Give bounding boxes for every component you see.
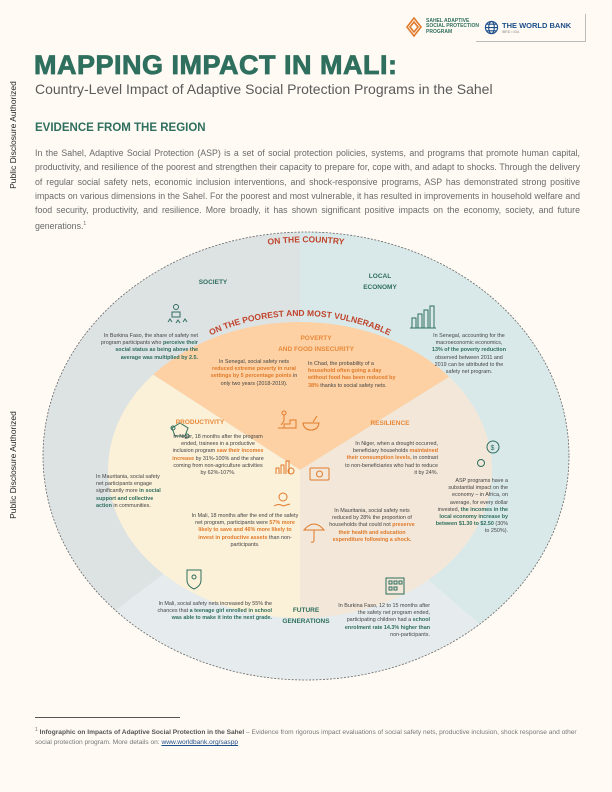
gear-dollar-icon: $ <box>477 440 500 467</box>
fact-text: non-participants. <box>390 631 430 638</box>
fact-highlight: in social support and collective action <box>96 488 161 509</box>
fact-text: observed between 2011 and 2019 can be at… <box>434 354 504 376</box>
person-climbing-steps-icon <box>278 410 297 429</box>
fact-text: than non-participants. <box>230 534 292 548</box>
page-title: MAPPING IMPACT IN MALI: <box>34 50 398 81</box>
shield-people-icon <box>186 569 202 590</box>
logo-subtext: IBRD • IDA <box>502 30 520 34</box>
svg-text:$: $ <box>491 445 495 452</box>
fact-text: In Mali, social safety nets increased by… <box>157 601 272 615</box>
resilience-fact-2: In Mauritania, social safety nets reduce… <box>328 508 416 544</box>
label-society: SOCIETY <box>198 279 228 286</box>
section-heading: EVIDENCE FROM THE REGION <box>35 122 206 134</box>
label-local-economy: LOCAL ECONOMY <box>350 271 410 293</box>
label-line: GENERATIONS <box>282 618 330 625</box>
fact-text: In Mali, 18 months after the end of the … <box>191 513 299 527</box>
economy-fact-2: ASP programs have a substantial impact o… <box>432 478 508 536</box>
fact-highlight: reduced extreme poverty in rural setting… <box>210 366 296 380</box>
fact-text: in communities. <box>111 502 151 509</box>
label-line: FUTURE <box>292 607 320 614</box>
page-subtitle: Country-Level Impact of Adaptive Social … <box>35 81 493 97</box>
outer-ring-border <box>42 231 570 681</box>
poverty-fact-2: In Chad, the probability of a household … <box>308 361 400 390</box>
fact-text: In Mauritania, social safety nets reduce… <box>329 508 412 529</box>
arc-label-country: ON THE COUNTRY <box>267 234 345 247</box>
hand-dollar-icon <box>273 492 291 507</box>
fact-text: In Chad, the probability of a <box>308 361 374 367</box>
money-bill-icon <box>309 467 330 481</box>
people-stars-icon <box>167 304 188 324</box>
society-fact-1: In Burkina Faso, the share of safety net… <box>100 333 198 362</box>
footnote-link[interactable]: www.worldbank.org/saspp <box>161 739 239 747</box>
label-line: POVERTY <box>300 335 332 342</box>
fact-highlight: saw their incomes increase <box>172 448 264 462</box>
fact-highlight: maintained their consumption levels, <box>346 448 438 462</box>
label-line: AND FOOD INSECURITY <box>278 346 354 353</box>
fact-highlight: a teenage girl enrolled in school was ab… <box>171 608 272 622</box>
handshake-network-icon <box>170 422 190 439</box>
label-poverty: POVERTY AND FOOD INSECURITY <box>266 333 366 355</box>
fact-highlight: 13% of the poverty reduction <box>432 347 506 354</box>
society-fact-2: In Mauritania, social safety net partici… <box>96 474 168 510</box>
fact-text: by 31%-100% and the share coming from no… <box>173 455 264 477</box>
label-productivity: PRODUCTIVITY <box>175 419 225 426</box>
fact-highlight: household often going a day without food… <box>308 368 396 389</box>
bar-chart-icon <box>410 305 436 329</box>
poverty-fact-1: In Senegal, social safety nets reduced e… <box>208 359 300 388</box>
fact-highlight: perceive their social status as being ab… <box>115 340 198 361</box>
footnote-ref: 1 <box>83 221 87 228</box>
intro-paragraph: In the Sahel, Adaptive Social Protection… <box>35 146 580 234</box>
fact-text: In Senegal, social safety nets <box>218 359 290 365</box>
fact-text: In Burkina Faso, 12 to 15 months after t… <box>338 603 430 624</box>
productivity-fact-2: In Mali, 18 months after the end of the … <box>190 513 300 549</box>
footnote-title: Infographic on Impacts of Adaptive Socia… <box>39 729 245 737</box>
intro-text: In the Sahel, Adaptive Social Protection… <box>35 148 580 232</box>
resilience-fact-1: In Niger, when a drought occurred, benef… <box>342 441 438 477</box>
fact-text: In Burkina Faso, the share of safety net… <box>100 333 198 347</box>
segment-future-generations <box>43 470 569 680</box>
school-building-icon <box>385 577 405 595</box>
fact-highlight: the incomes in the local economy increas… <box>435 506 508 528</box>
logo-text: PROGRAM <box>426 28 453 35</box>
fact-highlight: preserve their health and education expe… <box>332 522 415 543</box>
productivity-fact-1: In Niger, 18 months after the program en… <box>172 434 264 477</box>
logo-text: THE WORLD BANK <box>502 21 572 30</box>
economy-fact-1: In Senegal, accounting for the macroecon… <box>430 333 508 376</box>
logo-text: SAHEL ADAPTIVE <box>426 17 470 24</box>
fact-highlight: school enrolment rate 14.3% higher than <box>344 617 430 631</box>
logo-text: SOCIAL PROTECTION <box>426 23 479 30</box>
footnote-text: – Evidence from rigorous impact evaluati… <box>35 729 577 747</box>
fact-text: In Niger, when a drought occurred, benef… <box>352 441 438 455</box>
future-fact-1: In Mali, social safety nets increased by… <box>156 601 272 623</box>
label-line: ECONOMY <box>363 284 397 291</box>
fact-text: thanks to social safety nets. <box>318 382 387 389</box>
fact-highlight: 57% more likely to save and 46% more lik… <box>198 520 295 541</box>
future-fact-2: In Burkina Faso, 12 to 15 months after t… <box>338 603 430 639</box>
segment-productivity <box>108 322 300 618</box>
fact-text: in only two years (2018-2019). <box>220 373 298 387</box>
umbrella-icon <box>302 523 326 543</box>
sahel-pattern-icon <box>406 17 422 37</box>
label-future-generations: FUTURE GENERATIONS <box>275 605 337 627</box>
fact-text: In Niger, 18 months after the program en… <box>172 434 263 455</box>
fact-text: ASP programs have a substantial impact o… <box>437 478 508 513</box>
label-line: LOCAL <box>368 273 392 280</box>
footnote: 1 Infographic on Impacts of Adaptive Soc… <box>35 725 595 748</box>
globe-icon <box>484 20 499 35</box>
footnote-mark: 1 <box>35 727 38 733</box>
fact-text: In Senegal, accounting for the macroecon… <box>433 333 505 347</box>
fact-text: in contrast to non-beneficiaries who had… <box>345 455 438 476</box>
footnote-divider <box>35 717 180 718</box>
label-resilience: RESILIENCE <box>370 420 410 427</box>
growth-chart-icon <box>275 460 295 475</box>
segment-resilience <box>300 322 492 618</box>
fact-text: In Mauritania, social safety net partici… <box>96 474 160 495</box>
food-bowl-icon <box>302 415 320 431</box>
fact-text: (30% to 250%). <box>484 521 508 535</box>
